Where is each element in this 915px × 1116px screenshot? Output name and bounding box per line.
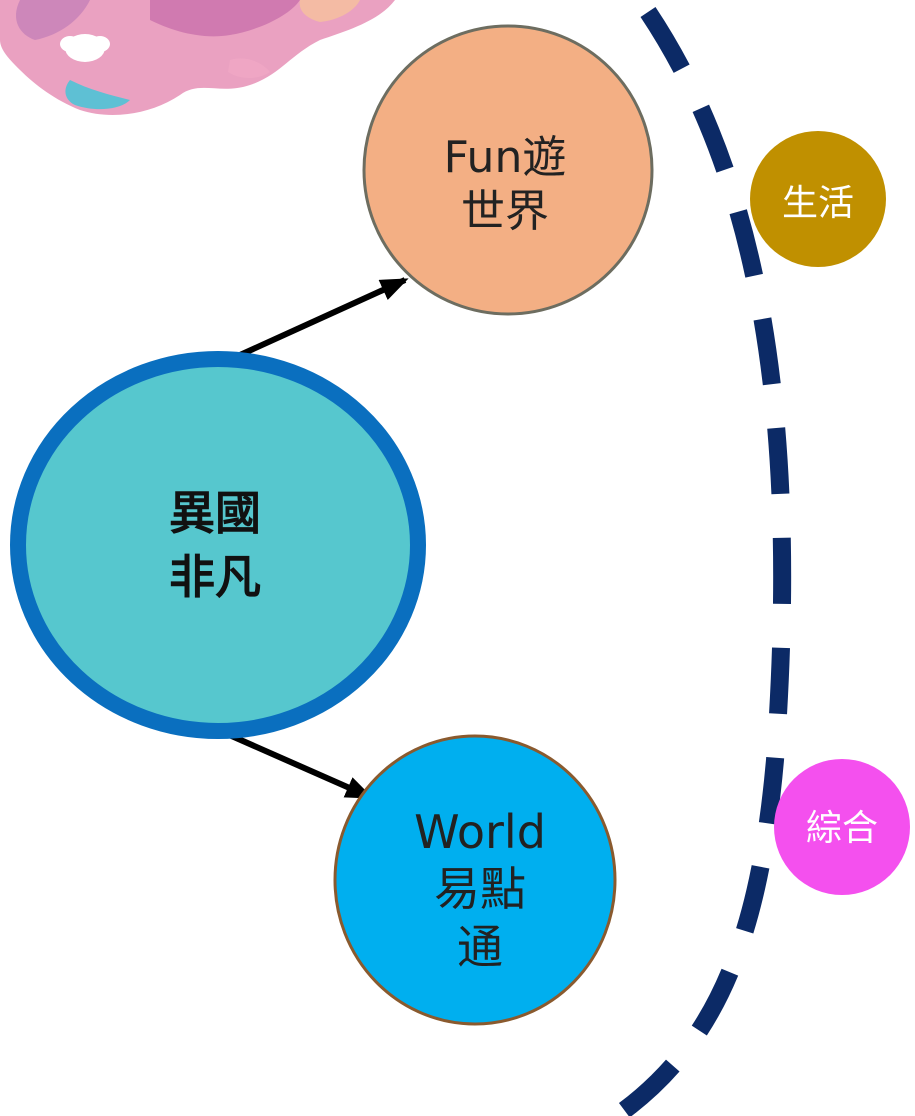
node-fun-circle (362, 24, 654, 316)
node-general-label: 綜合 (805, 808, 878, 849)
node-main-label: 異國 非凡 (169, 485, 261, 604)
watercolor-decoration (0, 0, 395, 115)
node-fun-label: Fun遊 世界 (443, 132, 567, 237)
arrow-to-world (216, 727, 374, 800)
dashed-boundary-arc (616, 7, 792, 1116)
node-main-circle (10, 351, 426, 739)
node-world-label: World 易點 通 (414, 804, 546, 974)
arrow-to-fun (216, 277, 409, 368)
node-world-circle (333, 734, 617, 1026)
node-life-circle (750, 131, 886, 267)
node-life-label: 生活 (781, 183, 854, 224)
node-general-circle (774, 759, 910, 895)
